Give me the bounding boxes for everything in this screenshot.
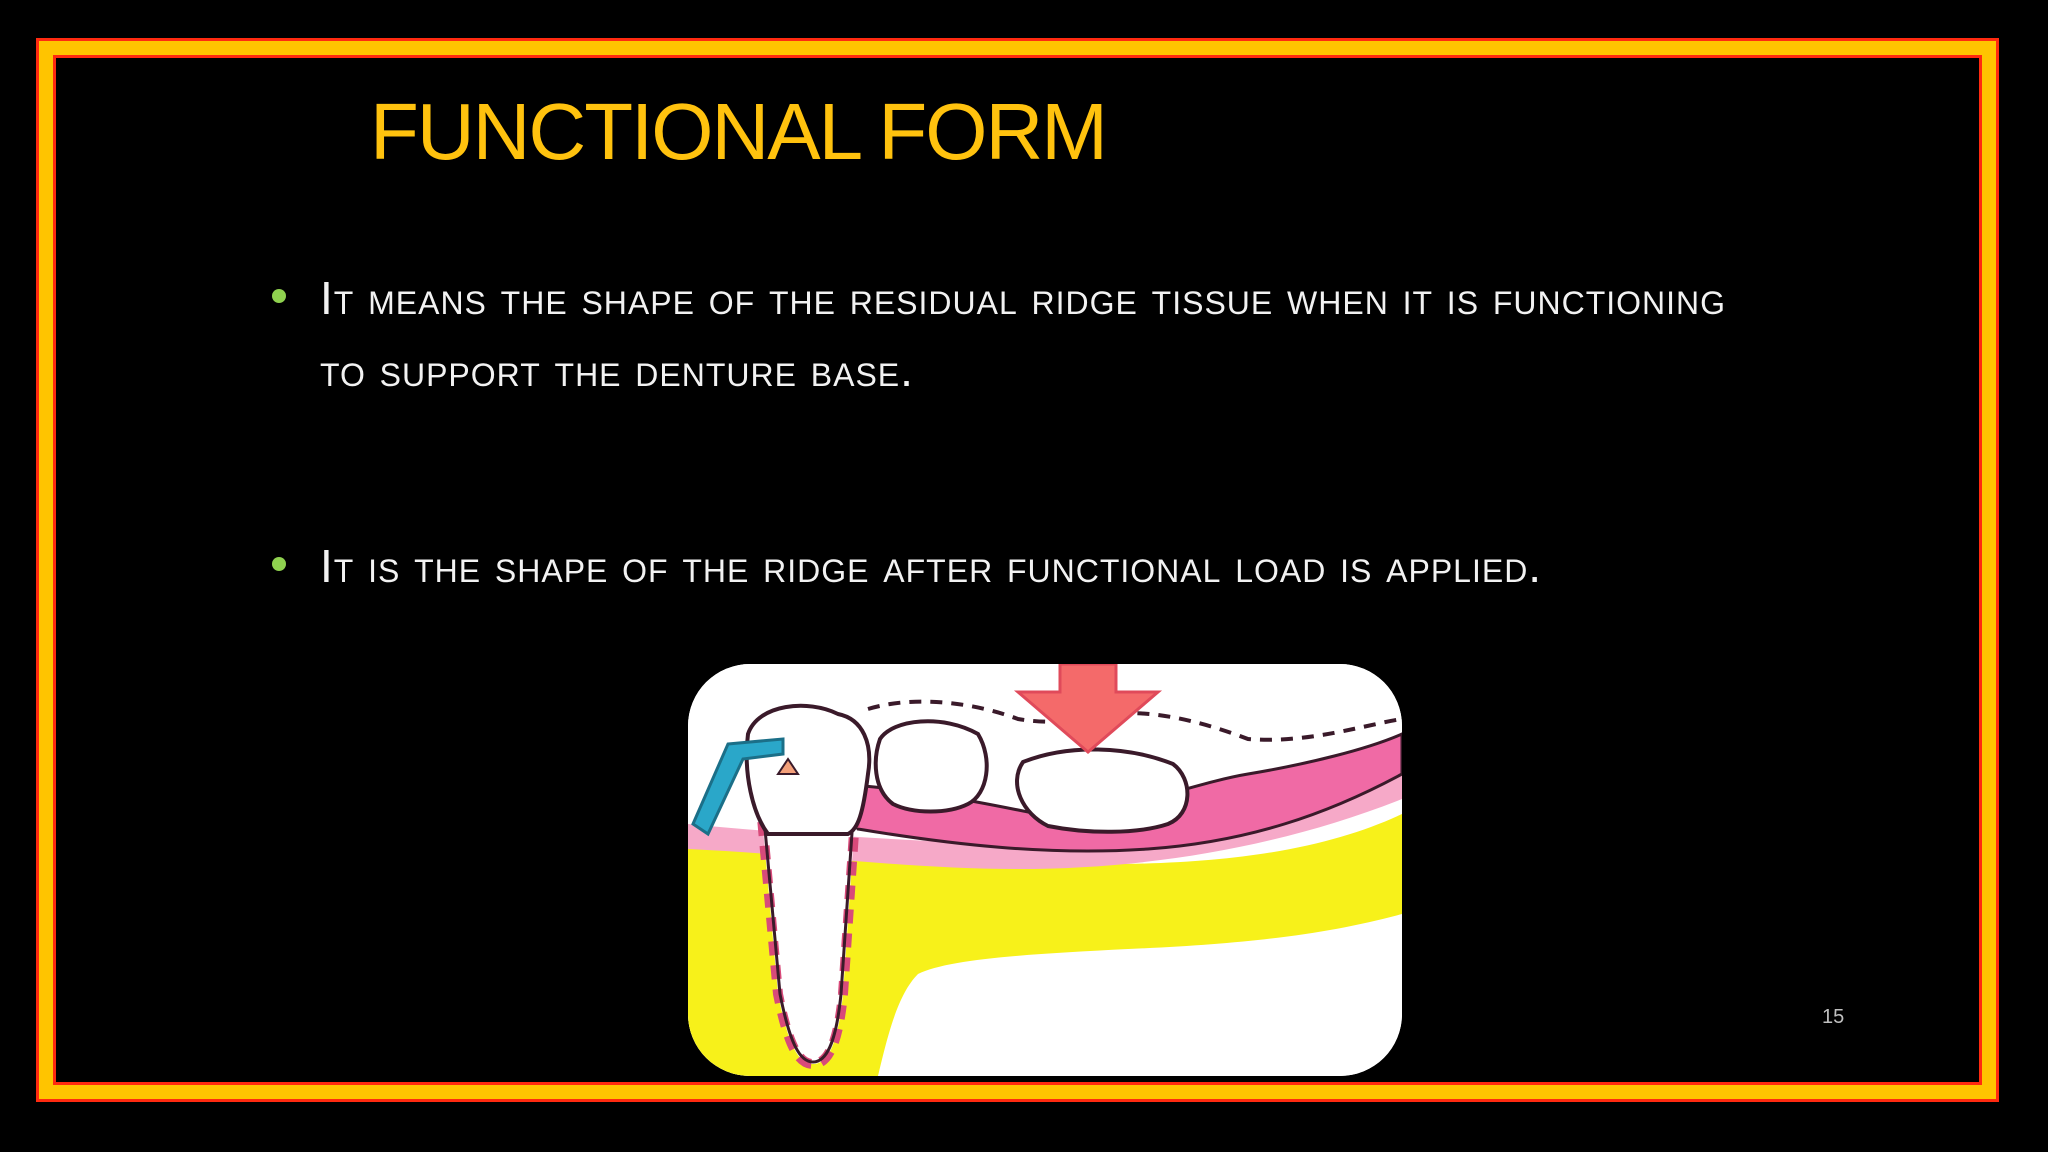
denture-tooth (1015, 747, 1190, 834)
bullet-text: It is the shape of the ridge after funct… (320, 540, 1543, 592)
load-arrow-icon (1013, 664, 1163, 754)
bullet-item: It is the shape of the ridge after funct… (270, 530, 1750, 602)
ridge-illustration-svg (688, 664, 1402, 1076)
ridge-illustration (688, 664, 1402, 1076)
bone (688, 814, 1402, 1076)
bullet-dot-icon (272, 557, 286, 571)
frame-border-gold (39, 41, 1996, 1099)
slide-title: FUNCTIONAL FORM (370, 87, 1108, 176)
clasp (691, 737, 785, 837)
frame-border-red (53, 55, 1982, 1085)
bullet-item: It means the shape of the residual ridge… (270, 262, 1750, 406)
page-number: 15 (1822, 1006, 1845, 1028)
denture-tooth (873, 719, 989, 814)
original-ridge-outline (867, 699, 1402, 742)
bullet-dot-icon (272, 289, 286, 303)
tooth-icon (744, 703, 872, 836)
gum-tissue (688, 764, 1402, 869)
bullet-text: It means the shape of the residual ridge… (320, 272, 1727, 396)
bullet-list: It means the shape of the residual ridge… (270, 262, 1750, 726)
tooth-root (752, 769, 864, 1070)
